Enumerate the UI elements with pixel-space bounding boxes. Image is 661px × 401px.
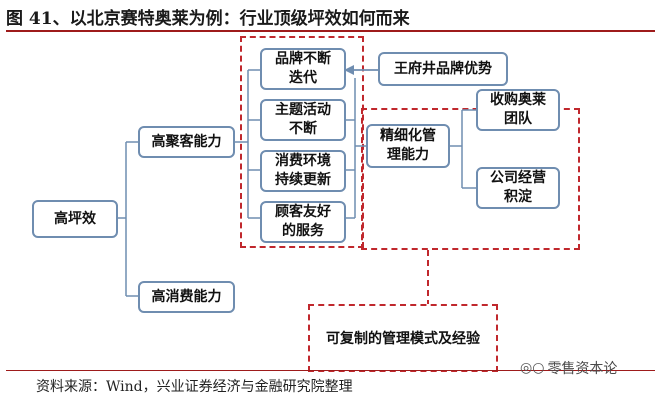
- node-brand-iteration-label: 品牌不断 迭代: [275, 51, 331, 86]
- node-fine-management-label: 精细化管 理能力: [380, 128, 436, 163]
- watermark-text: 零售资本论: [547, 361, 618, 377]
- node-customer-service: 顾客友好 的服务: [260, 201, 346, 243]
- dashed-group-management: [361, 108, 580, 250]
- node-acquire-outlets-label: 收购奥莱 团队: [490, 92, 546, 127]
- replicable-management-label: 可复制的管理模式及经验: [326, 331, 480, 347]
- wechat-icon: ◎○: [520, 360, 545, 376]
- node-customer-service-label: 顾客友好 的服务: [275, 204, 331, 239]
- node-themed-activity-label: 主题活动 不断: [275, 102, 331, 137]
- node-fine-management: 精细化管 理能力: [366, 124, 450, 168]
- node-high-spending: 高消费能力: [138, 281, 235, 313]
- node-acquire-outlets: 收购奥莱 团队: [476, 89, 560, 131]
- node-wangfujing-brand: 王府井品牌优势: [378, 52, 508, 86]
- node-high-traffic: 高聚客能力: [138, 126, 235, 158]
- dashed-callout-replicable: [308, 304, 498, 372]
- node-high-spending-label: 高消费能力: [151, 288, 222, 305]
- node-themed-activity: 主题活动 不断: [260, 99, 346, 141]
- node-wangfujing-brand-label: 王府井品牌优势: [394, 60, 492, 77]
- node-scene-update: 消费环境 持续更新: [260, 150, 346, 192]
- node-high-efficiency-label: 高坪效: [54, 210, 96, 227]
- source-note: 资料来源：Wind，兴业证券经济与金融研究院整理: [36, 379, 353, 395]
- watermark: ◎○ 零售资本论: [520, 358, 617, 378]
- node-company-experience: 公司经营 积淀: [476, 167, 560, 209]
- source-divider: [6, 370, 655, 371]
- title-divider: [6, 30, 655, 32]
- node-scene-update-label: 消费环境 持续更新: [275, 153, 331, 188]
- node-high-efficiency: 高坪效: [32, 200, 118, 238]
- node-brand-iteration: 品牌不断 迭代: [260, 48, 346, 90]
- node-company-experience-label: 公司经营 积淀: [490, 170, 546, 205]
- page-title: 图 41、以北京赛特奥莱为例：行业顶级坪效如何而来: [6, 9, 410, 29]
- node-high-traffic-label: 高聚客能力: [151, 133, 222, 150]
